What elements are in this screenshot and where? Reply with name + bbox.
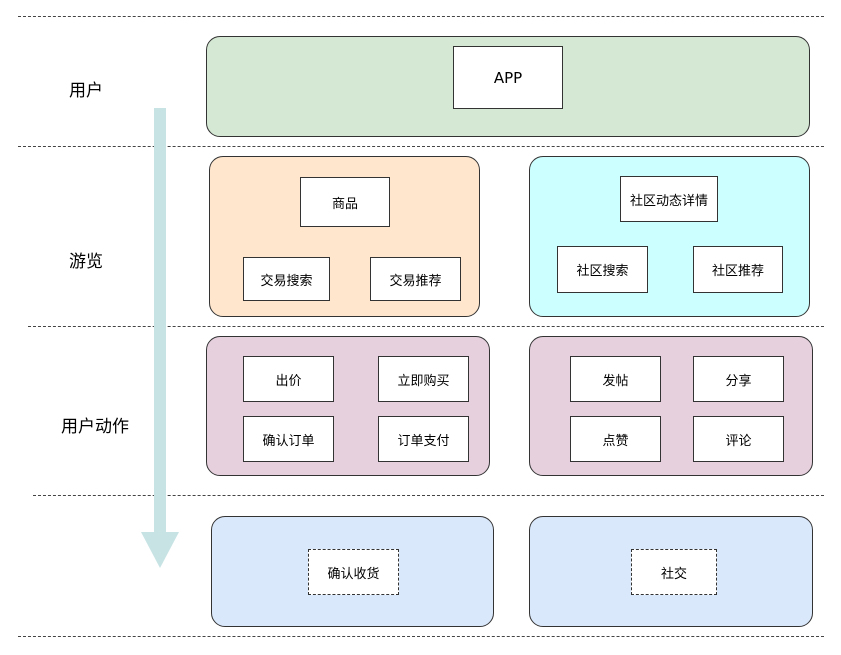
community-detail-box[interactable]: 社区动态详情 bbox=[620, 176, 718, 222]
user-group: APP bbox=[206, 36, 810, 137]
confirm-receipt-box[interactable]: 确认收货 bbox=[308, 549, 399, 595]
comment-box[interactable]: 评论 bbox=[693, 416, 784, 462]
row-label-action: 用户动作 bbox=[61, 417, 129, 437]
divider-top bbox=[18, 16, 824, 17]
trade-actions-group: 出价 立即购买 确认订单 订单支付 bbox=[206, 336, 490, 476]
divider-user-browse bbox=[18, 146, 824, 147]
product-box[interactable]: 商品 bbox=[300, 177, 390, 227]
confirm-order-box[interactable]: 确认订单 bbox=[243, 416, 334, 462]
social-box[interactable]: 社交 bbox=[631, 549, 717, 595]
flow-arrow bbox=[141, 108, 179, 568]
pay-order-box[interactable]: 订单支付 bbox=[378, 416, 469, 462]
community-browse-group: 社区动态详情 社区搜索 社区推荐 bbox=[529, 156, 810, 317]
trade-search-box[interactable]: 交易搜索 bbox=[243, 257, 330, 301]
community-actions-group: 发帖 分享 点赞 评论 bbox=[529, 336, 813, 476]
community-search-box[interactable]: 社区搜索 bbox=[557, 246, 648, 293]
app-box[interactable]: APP bbox=[453, 46, 563, 109]
divider-browse-action bbox=[28, 326, 824, 327]
post-box[interactable]: 发帖 bbox=[570, 356, 661, 402]
buy-now-box[interactable]: 立即购买 bbox=[378, 356, 469, 402]
trade-result-group: 确认收货 bbox=[211, 516, 494, 627]
trade-recommend-box[interactable]: 交易推荐 bbox=[370, 257, 461, 301]
bid-box[interactable]: 出价 bbox=[243, 356, 334, 402]
row-label-browse: 游览 bbox=[69, 252, 103, 272]
divider-bottom bbox=[18, 636, 824, 637]
like-box[interactable]: 点赞 bbox=[570, 416, 661, 462]
row-label-user: 用户 bbox=[69, 81, 103, 101]
share-box[interactable]: 分享 bbox=[693, 356, 784, 402]
community-result-group: 社交 bbox=[529, 516, 813, 627]
community-recommend-box[interactable]: 社区推荐 bbox=[693, 246, 783, 293]
trade-browse-group: 商品 交易搜索 交易推荐 bbox=[209, 156, 480, 317]
divider-action-result bbox=[33, 495, 824, 496]
